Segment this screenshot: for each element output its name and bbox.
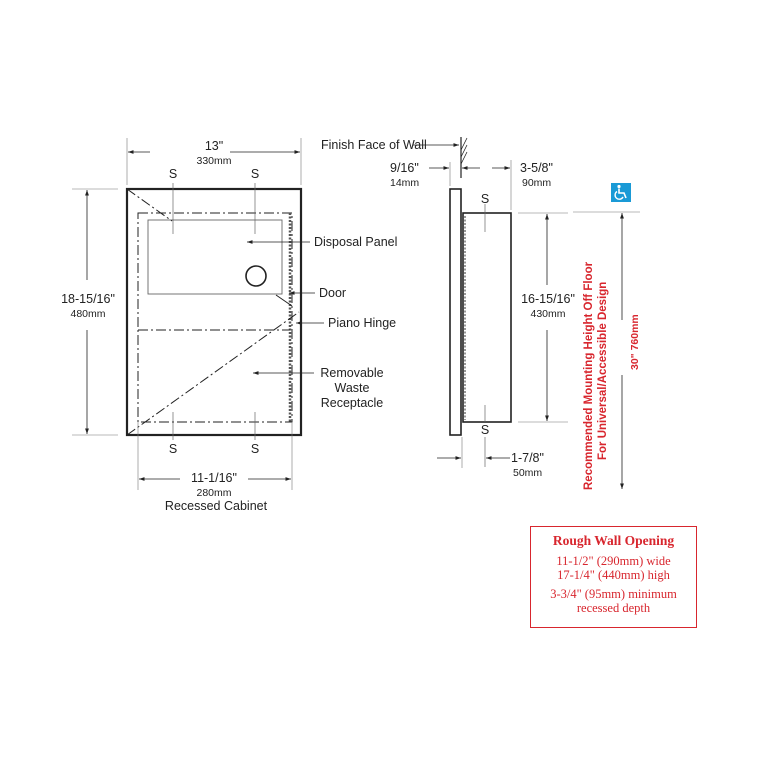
stud-marker: S bbox=[480, 423, 490, 437]
callout-receptacle-line2: Waste bbox=[334, 381, 370, 395]
wheelchair-accessibility-icon bbox=[611, 183, 631, 202]
callout-door: Door bbox=[319, 286, 347, 300]
mounting-height-value: 30" 760mm bbox=[629, 314, 641, 370]
rough-opening-height: 17-1/4" (440mm) high bbox=[557, 568, 670, 582]
recessed-cabinet-caption: Recessed Cabinet bbox=[164, 499, 268, 513]
stud-marker: S bbox=[250, 167, 260, 181]
stud-marker: S bbox=[250, 442, 260, 456]
overall-height-mm: 480mm bbox=[70, 308, 106, 320]
finish-face-of-wall-label: Finish Face of Wall bbox=[321, 138, 427, 152]
side-view bbox=[413, 137, 568, 468]
callout-receptacle-line1: Removable bbox=[320, 366, 384, 380]
cabinet-width-mm: 280mm bbox=[196, 487, 232, 499]
projection-mm: 50mm bbox=[513, 467, 543, 479]
overall-width-inches: 13" bbox=[204, 139, 224, 153]
recess-depth-mm: 90mm bbox=[522, 177, 552, 189]
projection-inches: 1-7/8" bbox=[511, 451, 544, 465]
mounting-height-line2: For Universal/Accessible Design bbox=[597, 281, 609, 460]
front-view bbox=[72, 138, 324, 490]
rough-opening-title: Rough Wall Opening bbox=[552, 533, 675, 548]
overall-width-mm: 330mm bbox=[196, 155, 232, 167]
rough-wall-opening-box: Rough Wall Opening 11-1/2" (290mm) wide … bbox=[530, 526, 697, 628]
stud-marker: S bbox=[168, 442, 178, 456]
mounting-height-line1: Recommended Mounting Height Off Floor bbox=[583, 261, 595, 490]
body-height-mm: 430mm bbox=[530, 308, 566, 320]
flange-depth-mm: 14mm bbox=[390, 177, 420, 189]
rough-opening-width: 11-1/2" (290mm) wide bbox=[556, 554, 671, 568]
mounting-height-dimension bbox=[573, 211, 640, 489]
callout-receptacle-line3: Receptacle bbox=[320, 396, 384, 410]
stud-marker: S bbox=[480, 192, 490, 206]
rough-opening-depth-line1: 3-3/4" (95mm) minimum bbox=[550, 587, 677, 601]
callout-piano-hinge: Piano Hinge bbox=[328, 316, 397, 330]
stud-marker: S bbox=[168, 167, 178, 181]
cabinet-width-inches: 11-1/16" bbox=[191, 471, 237, 485]
body-height-inches: 16-15/16" bbox=[521, 292, 575, 306]
overall-height-inches: 18-15/16" bbox=[61, 292, 115, 306]
recess-depth-inches: 3-5/8" bbox=[520, 161, 553, 175]
flange-depth-inches: 9/16" bbox=[390, 161, 419, 175]
callout-disposal-panel: Disposal Panel bbox=[314, 235, 398, 249]
rough-opening-depth-line2: recessed depth bbox=[576, 601, 651, 615]
